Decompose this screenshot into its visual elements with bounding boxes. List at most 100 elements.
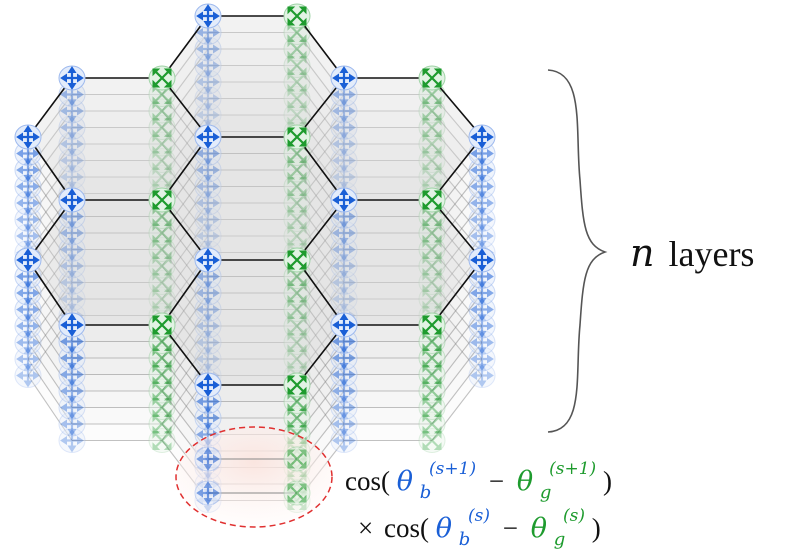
lattice-edge xyxy=(431,282,483,343)
green-node-icon xyxy=(148,395,176,420)
sub-b-1: b xyxy=(420,482,432,503)
layers-brace xyxy=(547,69,608,433)
theta-b-2: θ xyxy=(436,513,452,544)
green-node-icon xyxy=(418,395,446,420)
sup-b-2: (s) xyxy=(468,506,490,526)
lattice-edge xyxy=(27,375,73,441)
times-2: × xyxy=(358,513,373,543)
green-node-icon xyxy=(283,247,311,273)
green-node-icon xyxy=(418,148,446,173)
layer-variable: n xyxy=(630,231,654,275)
hexagon-cell xyxy=(28,216,208,342)
hexagon-cell xyxy=(297,94,482,217)
green-node-icon xyxy=(148,270,176,295)
lattice-edge xyxy=(431,199,483,261)
lattice-edge xyxy=(27,219,73,283)
hexagon-cell xyxy=(162,32,344,154)
green-node-icon xyxy=(418,286,446,312)
blue-node-icon xyxy=(330,187,358,213)
lattice-edge xyxy=(161,15,209,79)
green-node-icon xyxy=(418,312,446,338)
lattice-edge xyxy=(27,160,73,220)
theta-b-1: θ xyxy=(397,466,413,497)
lattice-edge xyxy=(296,219,345,283)
hexagon-cell xyxy=(162,137,344,260)
green-node-icon xyxy=(418,411,446,437)
lattice-edge xyxy=(296,259,345,326)
hexagon-cell xyxy=(162,16,344,137)
green-node-icon xyxy=(283,480,311,506)
highlighted-node-pair xyxy=(194,446,311,506)
close-2: ) xyxy=(592,513,601,543)
cos-1: cos( xyxy=(345,466,390,496)
sup-g-1: (s+1) xyxy=(549,459,596,479)
hexagon-cell xyxy=(28,200,208,325)
lattice-layer xyxy=(14,20,496,414)
green-node-icon xyxy=(283,372,311,398)
hexagon-cell xyxy=(28,78,208,200)
lattice-edge xyxy=(431,160,483,220)
sup-b-1: (s+1) xyxy=(429,459,476,479)
green-node-icon xyxy=(283,346,311,372)
green-node-icon xyxy=(418,270,446,295)
theta-g-1: θ xyxy=(517,466,533,497)
green-node-icon xyxy=(148,312,176,338)
lattice-edge xyxy=(27,358,73,425)
minus-2: − xyxy=(503,513,518,543)
sup-g-2: (s) xyxy=(563,506,585,526)
lattice-edge xyxy=(161,160,209,220)
blue-node-icon xyxy=(58,312,86,338)
lattice-edge xyxy=(161,282,209,343)
formula-line-1: cos( θ b (s+1) − θ g (s+1) ) xyxy=(345,450,612,504)
lattice-edge xyxy=(27,342,73,408)
green-node-icon xyxy=(283,207,311,232)
blue-node-icon xyxy=(468,247,496,273)
green-node-icon xyxy=(418,187,446,213)
lattice-edge xyxy=(27,298,73,360)
svg-text:cos( θ b: cos( θ b (s+1) − θ g (s+1) ) xyxy=(345,450,612,504)
sub-g-2: g xyxy=(554,529,566,550)
hexagon-cell xyxy=(297,216,482,342)
lattice-edge xyxy=(296,235,345,300)
lattice-edge xyxy=(296,15,345,79)
blue-node-icon xyxy=(194,372,222,398)
blue-node-icon xyxy=(58,187,86,213)
svg-text:× cos( θ: × cos( θ b (s) − θ g (s) ) xyxy=(358,497,601,550)
green-node-icon xyxy=(283,124,311,150)
lattice-edge xyxy=(431,176,483,237)
green-node-icon xyxy=(148,286,176,312)
blue-node-icon xyxy=(194,480,222,506)
blue-node-icon xyxy=(194,247,222,273)
hexagon-cell xyxy=(297,200,482,325)
minus-1: − xyxy=(489,466,504,496)
cos-2: cos( xyxy=(384,513,429,543)
lattice-edge xyxy=(27,235,73,300)
lattice-edge xyxy=(296,98,345,161)
lattice-edge xyxy=(296,114,345,178)
hexagon-cell xyxy=(28,94,208,217)
green-node-icon xyxy=(283,3,311,29)
blue-node-icon xyxy=(468,124,496,150)
blue-node-icon xyxy=(194,124,222,150)
brace-label: n layers xyxy=(630,231,754,275)
highlight-ellipse xyxy=(175,426,333,528)
green-node-icon xyxy=(148,148,176,173)
sub-b-2: b xyxy=(459,529,471,550)
green-node-icon xyxy=(148,411,176,437)
lattice-edge xyxy=(431,136,483,201)
green-node-icon xyxy=(418,428,446,453)
lattice-edge xyxy=(161,136,209,201)
lattice-edge xyxy=(296,358,345,425)
green-node-icon xyxy=(283,330,311,355)
lattice-edge xyxy=(161,298,209,360)
green-node-icon xyxy=(148,187,176,213)
green-node-icon xyxy=(148,65,176,91)
lattice-layer xyxy=(14,3,496,398)
formula-line-2: × cos( θ b (s) − θ g (s) ) xyxy=(358,497,601,550)
lattice-edge xyxy=(296,136,345,201)
theta-g-2: θ xyxy=(531,513,547,544)
lattice-edge xyxy=(161,176,209,237)
lattice-edge xyxy=(161,259,209,326)
hexagon-cell xyxy=(162,153,344,277)
